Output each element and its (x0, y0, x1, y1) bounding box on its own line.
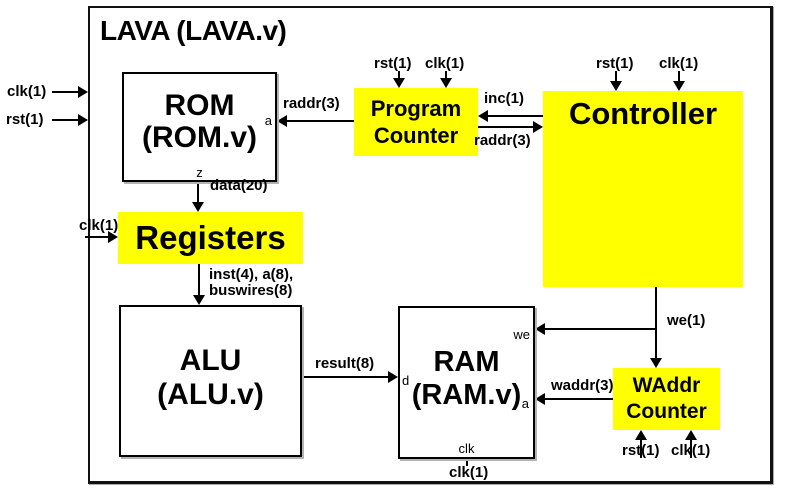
wire-clk-waddr (690, 440, 692, 458)
arrowhead-clk-waddr (685, 430, 697, 440)
wire-rst-pc (398, 71, 400, 79)
port-a: a (264, 113, 272, 128)
arrowhead-rst-controller (610, 81, 622, 91)
arrowhead-data-registers (192, 202, 204, 212)
arrowhead-result-ram (388, 371, 398, 383)
signal-label-rst-pc: rst(1) (374, 55, 412, 72)
block-label: (ALU.v) (157, 378, 264, 411)
block-label: Counter (373, 123, 459, 148)
arrowhead-raddr-ctrl (533, 121, 543, 133)
signal-label-inst-line1: inst(4), a(8), (209, 266, 294, 283)
arrowhead-waddr-ram (535, 393, 545, 405)
signal-label-inst-line2: buswires(8) (209, 282, 293, 299)
wire-waddr-to-ram (545, 398, 613, 400)
arrowhead-inst-alu (193, 295, 205, 305)
block-waddr-counter: WAddr Counter (613, 368, 720, 430)
block-label: Registers (135, 219, 286, 256)
block-controller: Controller (543, 91, 743, 287)
wire-rst-controller (615, 71, 617, 82)
arrowhead-inc-pc (478, 110, 488, 122)
wire-raddr-pc-to-rom (287, 120, 354, 122)
signal-label-data: data(20) (210, 177, 268, 194)
wire-rst-waddr (640, 440, 642, 458)
signal-label-clk-pc: clk(1) (425, 55, 465, 72)
signal-label-rst-input: rst(1) (6, 111, 44, 128)
signal-label-inc: inc(1) (484, 90, 525, 107)
wire-data-rom-to-registers (197, 172, 199, 203)
block-label: Controller (568, 96, 718, 131)
signal-label-clk-reg: clk(1) (79, 217, 119, 234)
signal-label-rst-ctrl: rst(1) (596, 55, 634, 72)
arrowhead-clk-controller (673, 81, 685, 91)
wire-clk-controller (678, 71, 680, 82)
block-label: Counter (626, 400, 707, 423)
block-registers: Registers (118, 212, 303, 264)
arrowhead-clk-input (78, 86, 88, 98)
signal-label-waddr: waddr(3) (551, 377, 614, 394)
block-ram: RAM (RAM.v) we d a clk (398, 306, 535, 459)
port-we: we (513, 327, 530, 342)
diagram-title: LAVA (LAVA.v) (100, 15, 287, 46)
signal-label-clk-ram: clk(1) (449, 464, 489, 481)
block-program-counter: Program Counter (354, 88, 478, 156)
arrowhead-clk-pc (440, 78, 452, 88)
signal-label-rst-waddr: rst(1) (622, 442, 660, 459)
wire-clk-registers (85, 236, 109, 238)
signal-label-raddr-rom: raddr(3) (283, 95, 340, 112)
block-label: Program (370, 95, 462, 121)
block-label: ALU (179, 344, 242, 378)
arrowhead-raddr-rom (277, 115, 287, 127)
wire-raddr-pc-to-ctrl (478, 126, 533, 128)
signal-label-we: we(1) (667, 312, 706, 329)
block-label: ROM (164, 89, 235, 123)
signal-label-clk-input: clk(1) (7, 83, 47, 100)
arrowhead-rst-pc (393, 78, 405, 88)
block-alu: ALU (ALU.v) (119, 305, 302, 457)
signal-label-clk-ctrl: clk(1) (659, 55, 699, 72)
wire-clk-input (52, 91, 80, 93)
arrowhead-clk-registers (108, 231, 118, 243)
block-label: (ROM.v) (142, 121, 257, 154)
wire-result-alu-to-ram (302, 376, 388, 378)
block-label: RAM (433, 346, 500, 379)
block-label: (RAM.v) (411, 378, 522, 411)
arrowhead-rst-waddr (635, 430, 647, 440)
wire-inst-registers-to-alu (198, 264, 200, 296)
port-z: z (196, 165, 203, 180)
arrowhead-rst-input (78, 114, 88, 126)
wire-rst-input (52, 119, 80, 121)
wire-inc-ctrl-to-pc (488, 115, 543, 117)
block-label: WAddr (632, 373, 701, 397)
arrowhead-we-waddr (650, 358, 662, 368)
wire-we-controller-down (655, 287, 657, 359)
port-d: d (402, 373, 410, 388)
arrowhead-we-ram (535, 323, 545, 335)
port-a: a (521, 396, 529, 411)
lava-module-outline (88, 6, 773, 484)
port-clk: clk (458, 441, 475, 456)
signal-label-raddr-ctrl: raddr(3) (474, 132, 531, 149)
block-rom: ROM (ROM.v) a z (122, 72, 277, 182)
wire-clk-ram (466, 461, 468, 466)
wire-clk-pc (445, 71, 447, 79)
signal-label-clk-waddr: clk(1) (671, 442, 711, 459)
wire-we-branch-to-ram (545, 328, 657, 330)
signal-label-result: result(8) (315, 355, 375, 372)
